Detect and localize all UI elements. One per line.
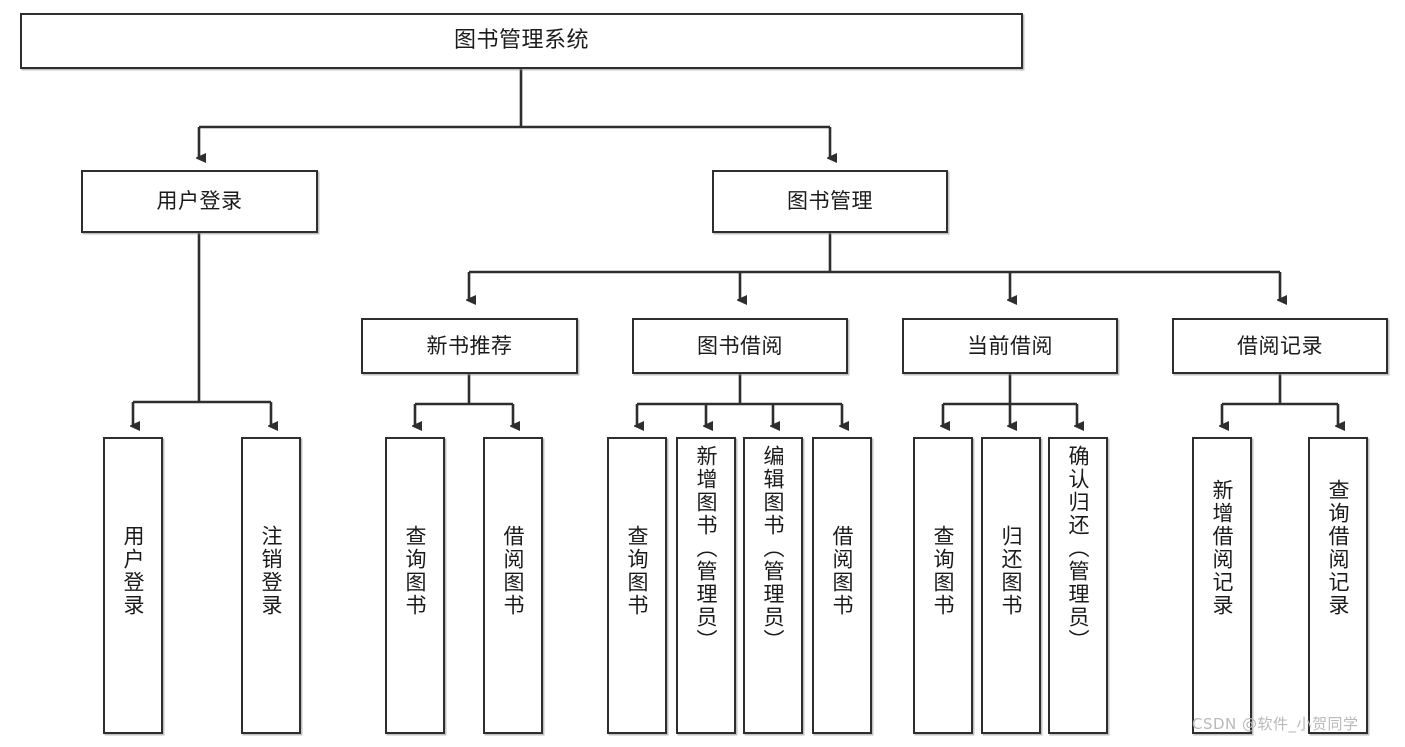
- node-label: 新书推荐: [426, 333, 513, 358]
- node-leaf-user-login[interactable]: 用户登录: [103, 437, 163, 734]
- node-label: 用户登录: [156, 189, 243, 214]
- node-label: 借阅记录: [1237, 333, 1323, 358]
- node-leaf-query-borrow-record[interactable]: 查询借阅记录: [1308, 437, 1368, 734]
- node-label: 用户登录: [121, 525, 146, 617]
- node-leaf-query-book-2[interactable]: 查询图书: [607, 437, 667, 734]
- node-label: 编辑图书（管理员）: [761, 445, 786, 652]
- node-leaf-query-book-3[interactable]: 查询图书: [913, 437, 973, 734]
- node-new-book-recommend[interactable]: 新书推荐: [361, 318, 578, 374]
- node-label: 图书管理: [787, 189, 873, 214]
- node-leaf-confirm-return-admin[interactable]: 确认归还（管理员）: [1048, 437, 1108, 734]
- node-book-manage[interactable]: 图书管理: [712, 170, 948, 233]
- node-label: 查询借阅记录: [1326, 479, 1351, 617]
- node-label: 当前借阅: [967, 333, 1053, 358]
- node-label: 新增借阅记录: [1210, 479, 1235, 617]
- node-leaf-add-borrow-record[interactable]: 新增借阅记录: [1192, 437, 1252, 734]
- node-label: 图书管理系统: [453, 28, 589, 54]
- node-leaf-edit-book-admin[interactable]: 编辑图书（管理员）: [743, 437, 803, 734]
- node-label: 查询图书: [931, 525, 956, 617]
- csdn-watermark: CSDN @软件_小贺同学: [1192, 715, 1359, 733]
- node-leaf-return-book[interactable]: 归还图书: [981, 437, 1041, 734]
- node-label: 查询图书: [403, 525, 428, 617]
- node-leaf-query-book-1[interactable]: 查询图书: [385, 437, 445, 734]
- node-label: 查询图书: [625, 525, 650, 617]
- node-leaf-borrow-book-1[interactable]: 借阅图书: [483, 437, 543, 734]
- node-label: 确认归还（管理员）: [1066, 445, 1091, 652]
- node-label: 借阅图书: [501, 525, 526, 617]
- node-label: 图书借阅: [697, 333, 783, 358]
- node-label: 新增图书（管理员）: [694, 445, 719, 652]
- node-leaf-add-book-admin[interactable]: 新增图书（管理员）: [676, 437, 736, 734]
- node-leaf-borrow-book-2[interactable]: 借阅图书: [812, 437, 872, 734]
- node-book-management-system[interactable]: 图书管理系统: [20, 13, 1023, 69]
- node-borrow-record[interactable]: 借阅记录: [1172, 318, 1388, 374]
- node-leaf-logout-login[interactable]: 注销登录: [241, 437, 301, 734]
- node-label: 归还图书: [999, 525, 1024, 617]
- node-label: 借阅图书: [830, 525, 855, 617]
- node-book-borrow[interactable]: 图书借阅: [632, 318, 848, 374]
- node-current-borrow[interactable]: 当前借阅: [902, 318, 1118, 374]
- node-user-login[interactable]: 用户登录: [81, 170, 318, 233]
- node-label: 注销登录: [259, 525, 284, 617]
